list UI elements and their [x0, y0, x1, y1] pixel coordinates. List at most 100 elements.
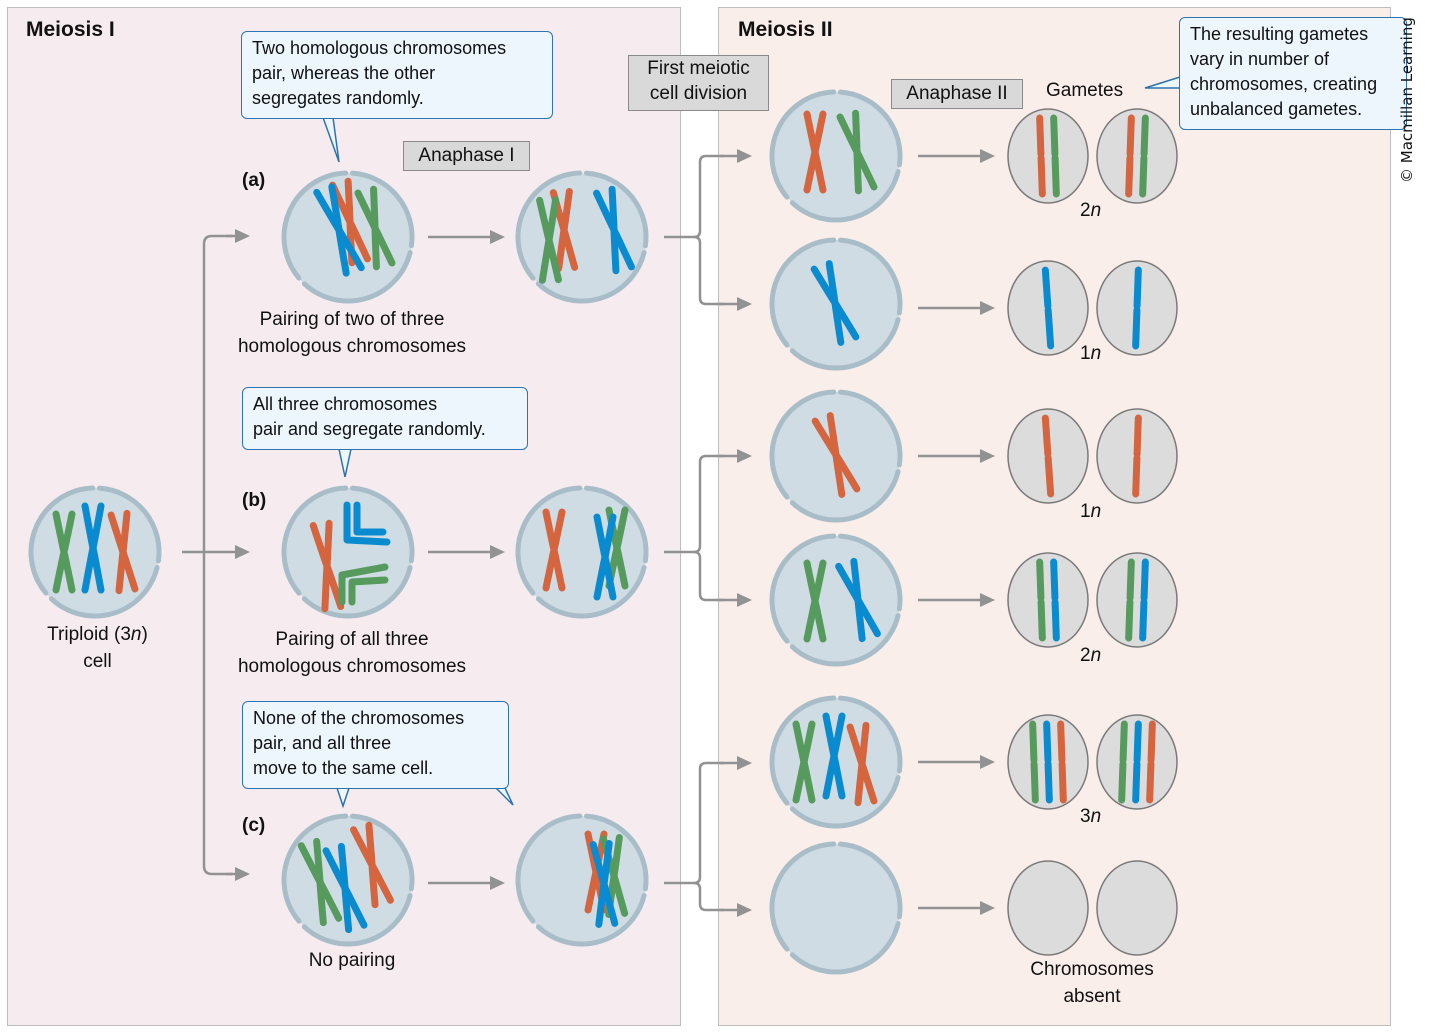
cell-membrane — [769, 695, 837, 806]
chromatid — [560, 188, 579, 271]
cell-membrane — [789, 168, 901, 223]
ploidy-num: 1 — [1080, 501, 1091, 522]
gamete-body — [1007, 552, 1089, 648]
chromatid — [119, 509, 139, 593]
chromosome-blue — [81, 502, 105, 594]
chromatid-arm — [1139, 598, 1148, 642]
caption-b-line: homologous chromosomes — [237, 656, 467, 677]
caption-b: Pairing of all three homologous chromoso… — [212, 626, 492, 680]
gamete-cell — [1007, 260, 1089, 356]
cell-membrane — [349, 170, 415, 249]
start-cell-caption-line1: Triploid (3n) — [30, 621, 165, 648]
chromosome-red — [542, 508, 566, 592]
brace-lower — [693, 550, 724, 602]
cell-membrane — [535, 564, 647, 619]
chromatid-green — [1036, 558, 1046, 642]
gamete-cell — [1007, 108, 1089, 204]
chromatid — [608, 185, 635, 271]
chromatid-blue — [1041, 266, 1055, 350]
chromatid — [852, 109, 878, 191]
chromatid-arm — [1125, 154, 1134, 198]
chromatid-arm — [1133, 414, 1142, 458]
cell-membrane — [535, 249, 647, 304]
callout-b-line: All three chromosomes — [253, 394, 438, 414]
caption-b-line: Pairing of all three — [275, 629, 429, 650]
cell-membrane — [789, 920, 901, 975]
gamete-cell — [1007, 714, 1089, 810]
chromosome-red — [803, 110, 827, 194]
start-cell-text: ) — [141, 624, 148, 645]
gamete-cell — [1096, 408, 1178, 504]
chromatid — [550, 508, 566, 592]
chromosome-blue — [313, 183, 365, 277]
arrow-head-icon — [980, 593, 995, 607]
cell-membrane — [769, 533, 837, 644]
cell-membrane — [281, 485, 349, 596]
chromatid-arm — [1044, 454, 1055, 498]
brace-upper — [693, 154, 724, 239]
cell-membrane — [769, 89, 837, 200]
chromatid — [337, 842, 368, 929]
cell-membrane — [301, 249, 413, 304]
copyright-notice: © Macmillan Learning — [1398, 17, 1416, 183]
cell-membrane — [837, 695, 903, 774]
gamete-cell — [1096, 260, 1178, 356]
chromatid-arm — [1133, 266, 1142, 310]
chromatid-blue — [1132, 720, 1142, 804]
bent-chromatid — [348, 576, 389, 606]
chromatid-green — [1118, 720, 1128, 804]
anaphase-ii-cell — [769, 841, 903, 975]
chromatid — [850, 557, 881, 638]
chromatid-arm — [1139, 154, 1148, 198]
arrow-head-icon — [737, 756, 752, 770]
bent-chromatid — [353, 501, 387, 536]
caption-a-line: homologous chromosomes — [237, 336, 467, 357]
chromatid-arm — [1029, 720, 1038, 764]
chromatid-arm — [1030, 760, 1039, 804]
callout-tail-c2 — [495, 787, 514, 806]
cell-b-pairing — [281, 485, 415, 619]
anaphase-ii-cell — [769, 89, 903, 223]
chromatid-green — [1029, 720, 1039, 804]
cell-membrane — [515, 485, 583, 596]
gamete-cell — [1096, 552, 1178, 648]
chromatid-green — [1050, 114, 1060, 198]
chromosome-green — [792, 720, 816, 804]
brace-b — [664, 454, 724, 602]
ploidy-var: n — [1090, 200, 1102, 221]
gamete-body — [1096, 860, 1178, 956]
chromatid-red — [1146, 720, 1156, 804]
arrow-head-icon — [737, 149, 752, 163]
chromatid-blue — [1132, 266, 1142, 350]
callout-gametes-line: chromosomes, creating — [1190, 74, 1378, 94]
brace-lower — [693, 235, 724, 306]
gametes-label: Gametes — [1046, 80, 1124, 101]
cell-membrane — [769, 841, 837, 952]
chromosome-green — [836, 109, 878, 195]
brace-c — [664, 761, 724, 912]
chromatid-arm — [1043, 720, 1052, 764]
bent-chromatid — [343, 501, 391, 546]
chromosome-blue — [835, 557, 881, 643]
ploidy-label-1: 2n — [1080, 200, 1101, 222]
chromatid-arm — [1058, 760, 1067, 804]
gamete-cell — [1096, 108, 1178, 204]
chromatid-arm — [1050, 114, 1059, 158]
absent-line: absent — [1063, 986, 1121, 1007]
ploidy-label-5: 3n — [1080, 806, 1101, 828]
chromatid — [370, 185, 396, 267]
gamete-cell — [1007, 408, 1089, 504]
gamete-cell — [1007, 860, 1089, 956]
arrow-head-icon — [737, 903, 752, 917]
anaphase-i-label: Anaphase I — [403, 141, 530, 171]
ploidy-var: n — [1090, 645, 1102, 666]
chromatid-arm — [1132, 760, 1141, 804]
chromatid — [830, 712, 846, 800]
brace-lower — [693, 881, 724, 912]
chromatid-green — [1125, 558, 1135, 642]
scenario-c-letter: (c) — [242, 815, 266, 836]
chromatid-arm — [1147, 720, 1156, 764]
cell-membrane — [301, 892, 413, 947]
scenario-b-letter: (b) — [242, 490, 267, 511]
